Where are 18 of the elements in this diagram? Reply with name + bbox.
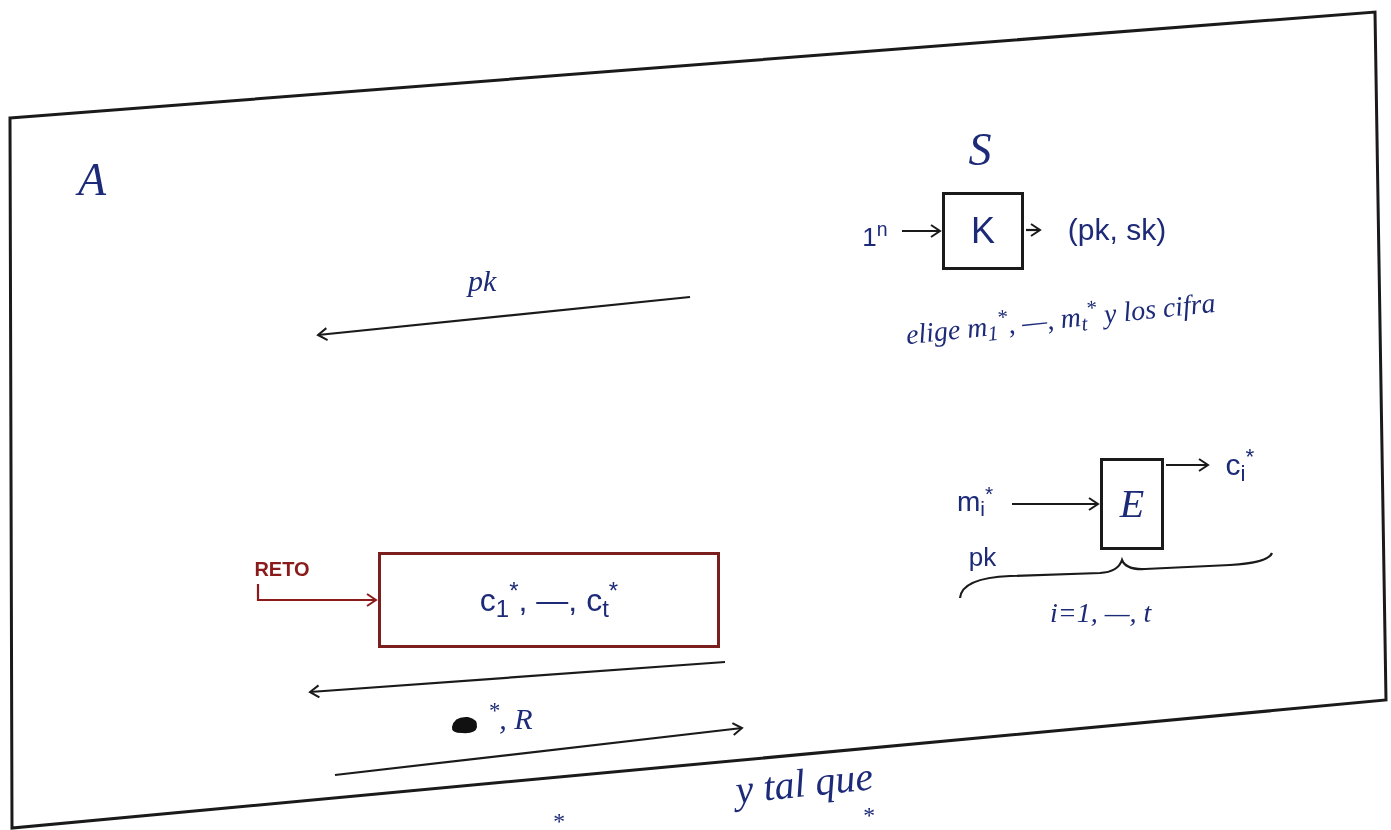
process-box: E (1100, 458, 1164, 550)
star-text: * (552, 807, 565, 830)
party-letter: A (62, 150, 122, 210)
arrow (1012, 497, 1099, 511)
process-box: K (942, 192, 1024, 270)
arrow (902, 224, 941, 238)
arrow (256, 584, 377, 607)
party-letter: S (955, 118, 1005, 182)
arrow (1166, 458, 1209, 472)
message-text: $^{*}$, R (488, 700, 534, 737)
input-text: 1$^{n}$ (850, 215, 900, 259)
star-text: * (862, 802, 875, 830)
input-text: pk (955, 535, 1010, 579)
index-text: i=1, —, t (1050, 596, 1153, 630)
callout-text: RETO (242, 556, 322, 582)
output-text: (pk, sk) (1042, 208, 1192, 252)
message-text: pk (468, 263, 498, 299)
arrow (1026, 223, 1041, 237)
